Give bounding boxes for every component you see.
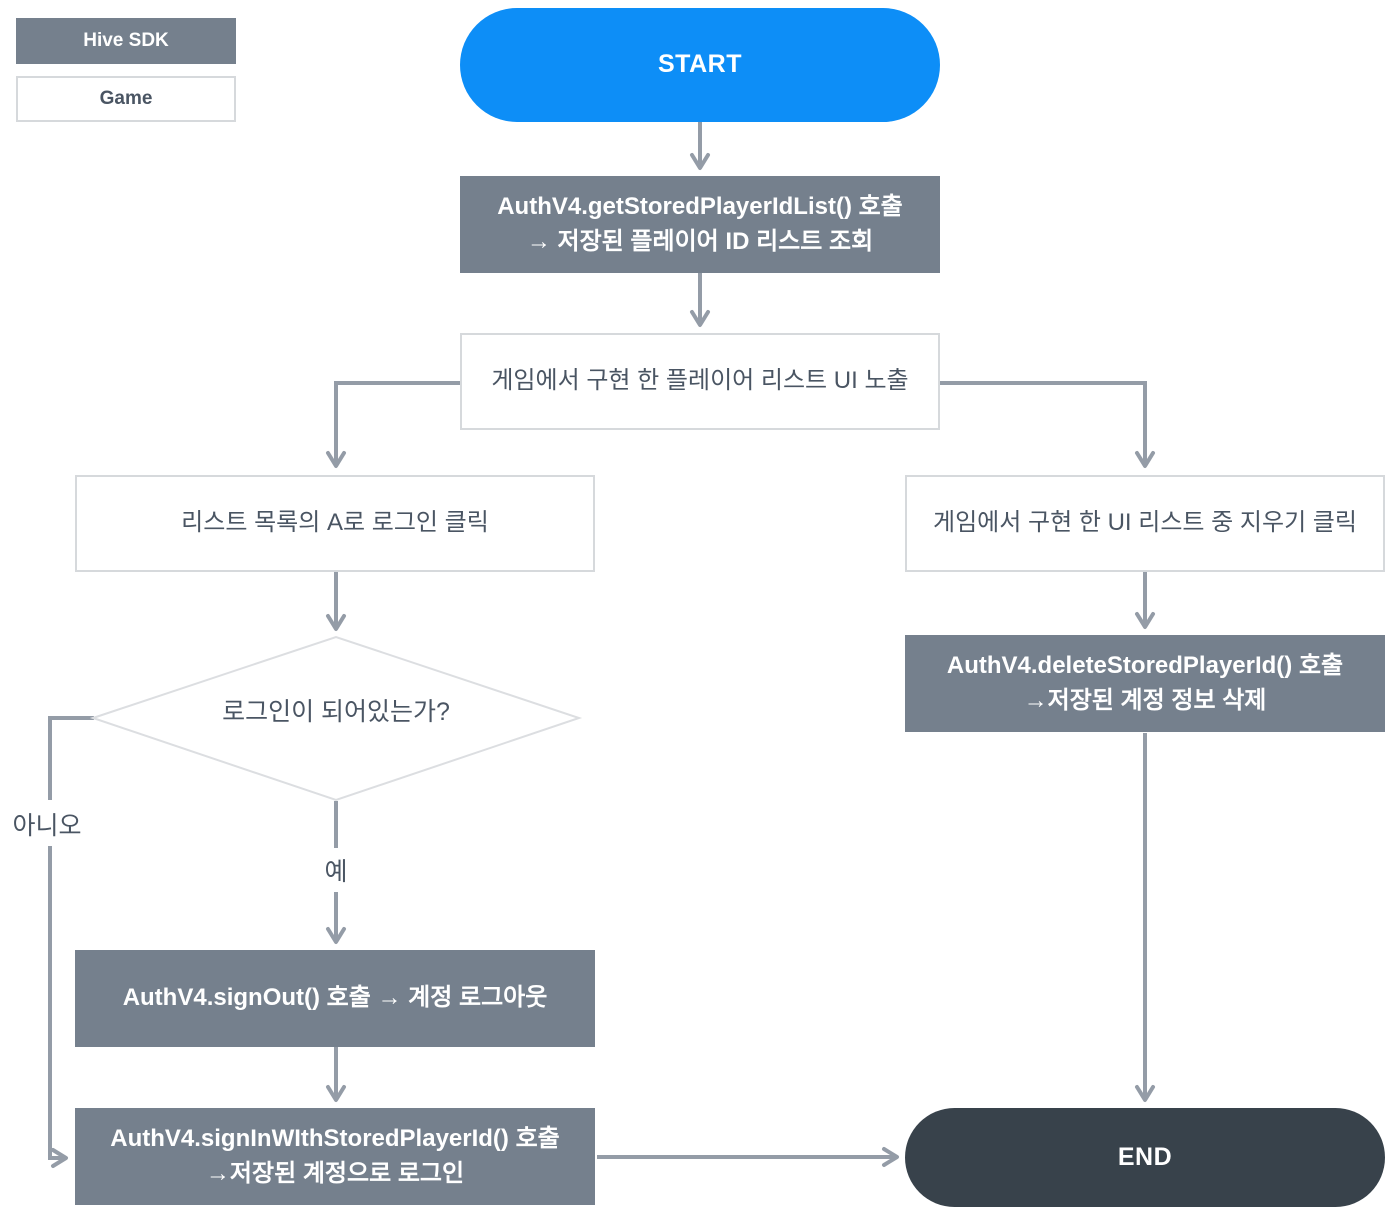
edge-decision-no-lower — [48, 846, 68, 1168]
edge-decision-no-upper — [48, 716, 94, 800]
node-delete-click: 게임에서 구현 한 UI 리스트 중 지우기 클릭 — [905, 475, 1385, 572]
node-get-stored-player-id-list: AuthV4.getStoredPlayerIdList() 호출 → 저장된 … — [460, 176, 940, 273]
legend-hive-sdk-label: Hive SDK — [83, 30, 169, 51]
edge-label-no: 아니오 — [12, 812, 82, 840]
edge-playerlist-ui-to-delete-click — [940, 381, 1155, 468]
node-sign-in-line2: →저장된 계정으로 로그인 — [205, 1159, 465, 1187]
legend-game-label: Game — [99, 88, 153, 109]
node-player-list-ui: 게임에서 구현 한 플레이어 리스트 UI 노출 — [460, 333, 940, 430]
legend-hive-sdk: Hive SDK — [16, 18, 236, 64]
node-delete-click-label: 게임에서 구현 한 UI 리스트 중 지우기 클릭 — [933, 509, 1357, 537]
node-get-stored-player-id-list-line1: AuthV4.getStoredPlayerIdList() 호출 — [497, 193, 903, 221]
decision-logged-in-label: 로그인이 되어있는가? — [222, 698, 450, 726]
node-sign-in-line1: AuthV4.signInWIthStoredPlayerId() 호출 — [110, 1125, 560, 1153]
legend-game: Game — [16, 76, 236, 122]
node-player-list-ui-label: 게임에서 구현 한 플레이어 리스트 UI 노출 — [491, 367, 909, 395]
decision-diamond-shape — [89, 635, 583, 802]
node-login-click: 리스트 목록의 A로 로그인 클릭 — [75, 475, 595, 572]
edge-label-yes: 예 — [324, 858, 348, 886]
node-sign-in-with-stored-player-id: AuthV4.signInWIthStoredPlayerId() 호출 →저장… — [75, 1108, 595, 1205]
node-start-label: START — [658, 50, 742, 79]
node-login-click-label: 리스트 목록의 A로 로그인 클릭 — [181, 509, 489, 537]
node-delete-stored-player-id: AuthV4.deleteStoredPlayerId() 호출 →저장된 계정… — [905, 635, 1385, 732]
node-start: START — [460, 8, 940, 122]
node-delete-stored-player-id-line1: AuthV4.deleteStoredPlayerId() 호출 — [946, 652, 1344, 680]
node-sign-out-label: AuthV4.signOut() 호출 → 계정 로그아웃 — [122, 984, 548, 1012]
node-sign-out: AuthV4.signOut() 호출 → 계정 로그아웃 — [75, 950, 595, 1047]
node-delete-stored-player-id-line2: →저장된 계정 정보 삭제 — [1023, 686, 1267, 714]
edge-playerlist-ui-to-login-click — [326, 381, 460, 468]
node-end-label: END — [1117, 1142, 1173, 1171]
node-end: END — [905, 1108, 1385, 1207]
node-get-stored-player-id-list-line2: → 저장된 플레이어 ID 리스트 조회 — [526, 227, 874, 255]
